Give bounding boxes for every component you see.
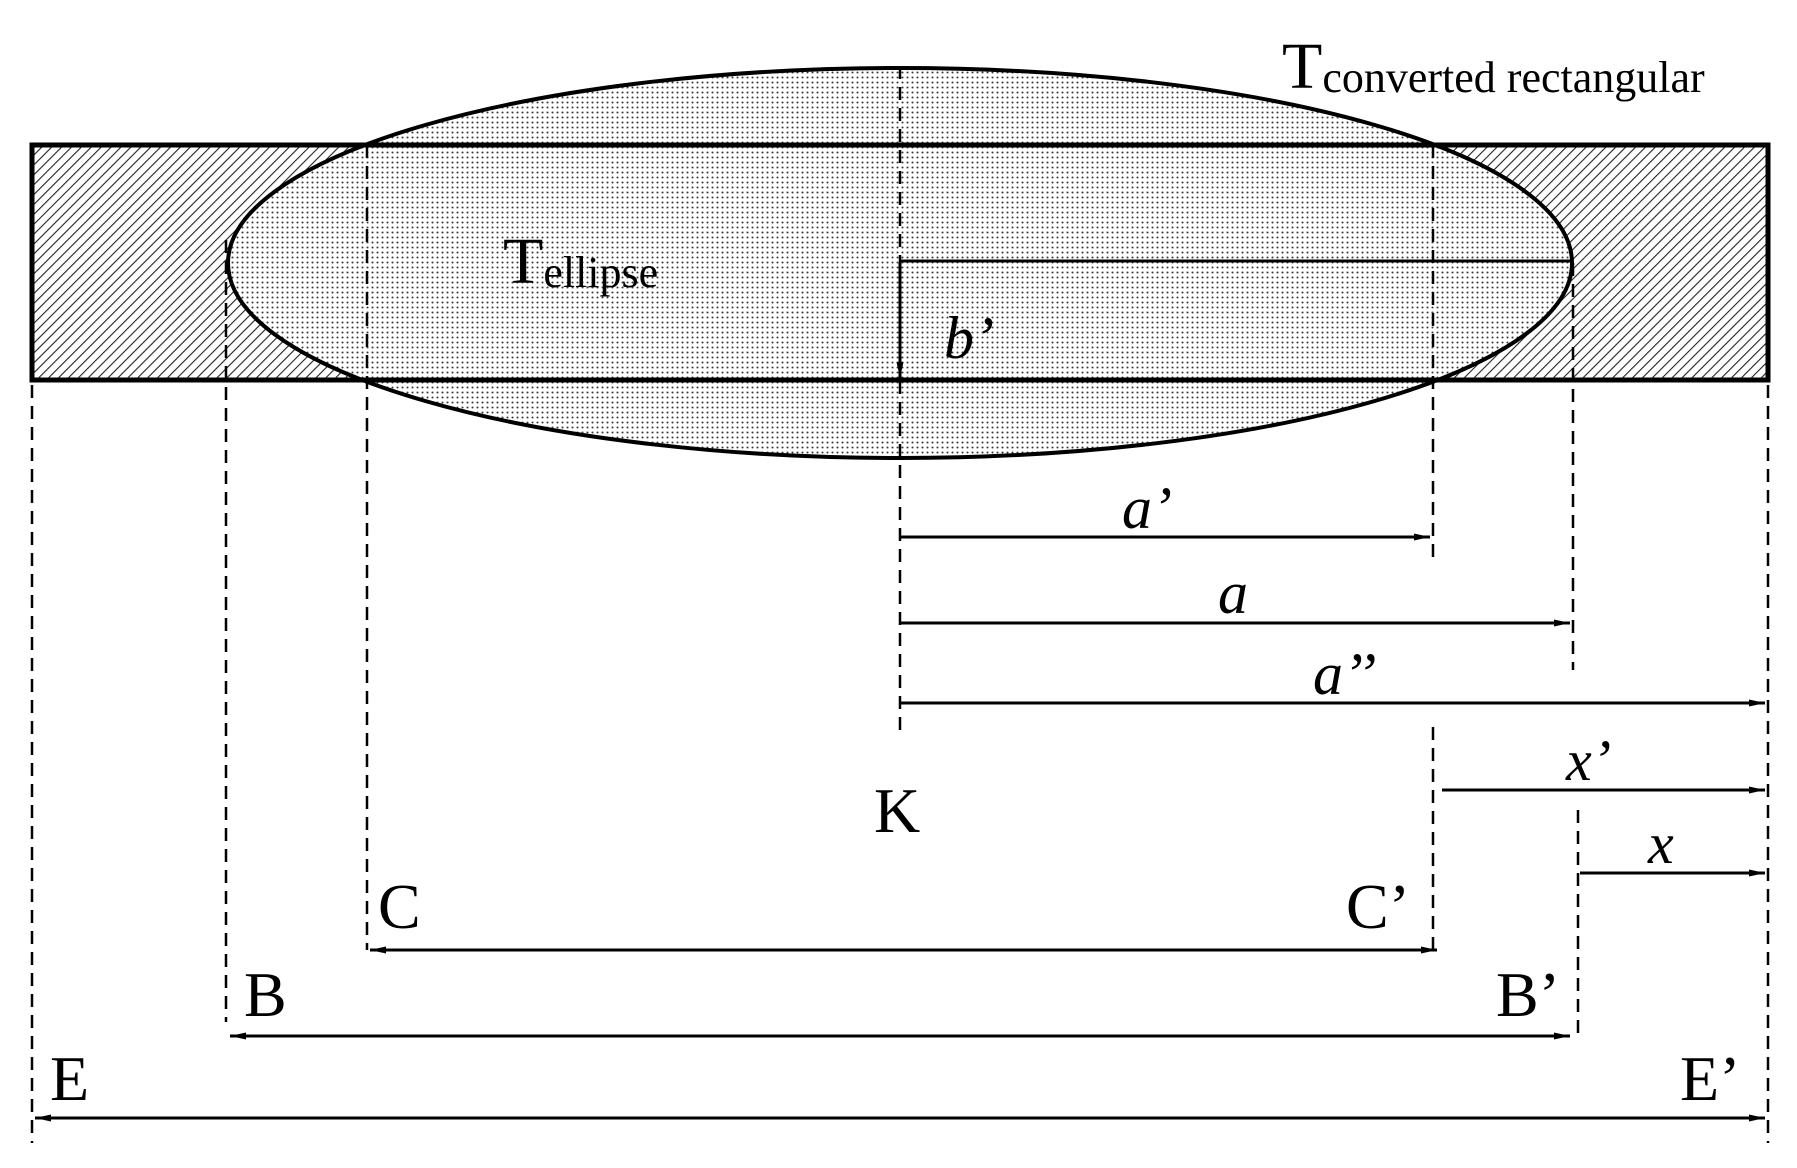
k-label: K	[874, 775, 920, 846]
e-prime-label: E’	[1680, 1043, 1740, 1114]
x-label: x	[1647, 811, 1674, 876]
t-converted-rectangular-label: Tconverted rectangular	[1282, 30, 1705, 103]
dashed-guides	[30, 66, 1770, 1143]
a-double-prime-label: a’’	[1313, 641, 1376, 707]
converted-rectangle-outline	[29, 142, 1771, 383]
a-prime-label: a’	[1122, 475, 1172, 541]
c-prime-label: C’	[1346, 871, 1410, 942]
b-prime-label: b’	[944, 305, 994, 371]
b-label: B	[244, 959, 287, 1030]
c-label: C	[378, 871, 421, 942]
e-label: E	[50, 1043, 89, 1114]
x-prime-label: x’	[1565, 728, 1611, 793]
t-ellipse-label: Tellipse	[503, 225, 658, 298]
a-label: a	[1218, 560, 1248, 626]
dimension-arrows	[35, 533, 1765, 1122]
b-prime-point-label: B’	[1496, 959, 1560, 1030]
